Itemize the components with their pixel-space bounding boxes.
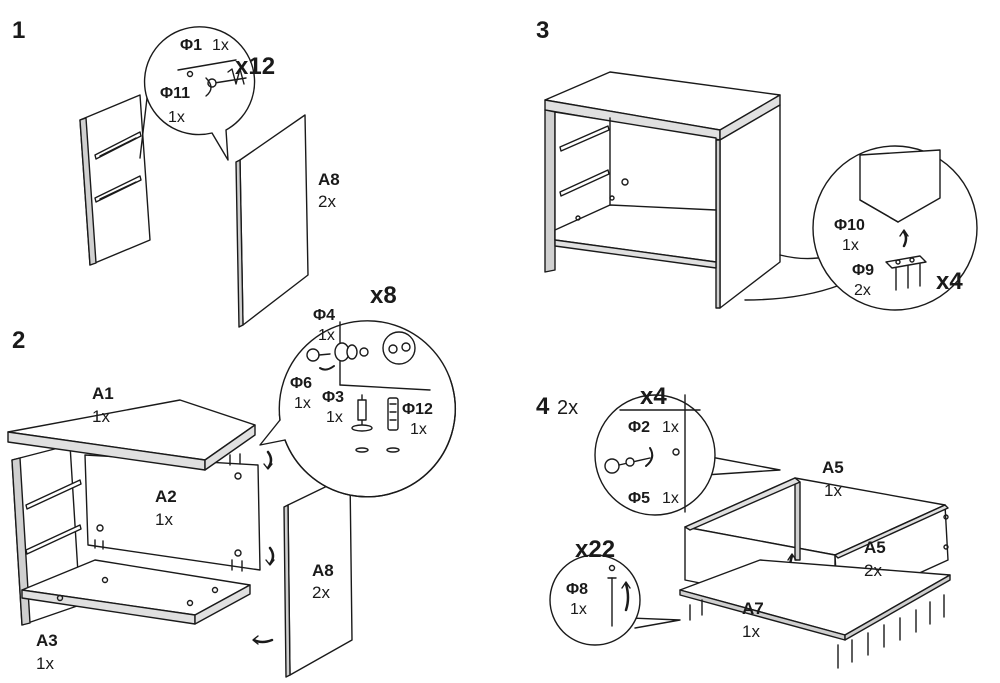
step2-bottom-panel-a3 xyxy=(21,559,251,625)
part-qty-phi9: 2x xyxy=(854,282,871,299)
part-qty-a7: 1x xyxy=(742,622,760,641)
step3-callout-bubble xyxy=(812,145,978,311)
step2-dowels xyxy=(94,453,243,572)
part-code-a2: A2 xyxy=(155,487,177,506)
multiplier-x22: x22 xyxy=(575,536,615,563)
part-code-a5-sides: A5 xyxy=(864,538,886,557)
part-qty-phi11: 1x xyxy=(168,109,185,126)
step2-top-panel-a1 xyxy=(7,399,256,471)
multiplier-x4-step3: x4 xyxy=(936,268,963,295)
part-label-phi3: Φ3 xyxy=(322,389,344,406)
up-arrow-icon xyxy=(902,230,908,248)
cam-lock-detail-icon xyxy=(382,331,416,365)
multiplier-x8: x8 xyxy=(370,282,397,309)
dowel-phi12-icon xyxy=(386,397,400,453)
cam-bolt-phi2-icon xyxy=(604,457,651,474)
step2-left-side-panel xyxy=(11,444,82,626)
part-label-phi4: Φ4 xyxy=(313,307,335,324)
part-qty-phi10: 1x xyxy=(842,237,859,254)
drawer-rail-lower xyxy=(94,175,142,203)
nail-phi8-icon xyxy=(607,564,617,627)
part-label-phi2: Φ2 xyxy=(628,419,650,436)
step2-right-side-panel-a8 xyxy=(283,474,353,678)
part-label-phi6: Φ6 xyxy=(290,375,312,392)
step4-drawer-bottom-a7 xyxy=(679,559,951,641)
part-qty-phi6: 1x xyxy=(294,395,311,412)
part-qty-a5: 1x xyxy=(824,481,842,500)
part-qty-phi5: 1x xyxy=(662,490,679,507)
part-label-phi10: Φ10 xyxy=(834,217,865,234)
part-code-a5: A5 xyxy=(822,458,844,477)
part-qty-phi1: 1x xyxy=(212,37,229,54)
step2-arrows xyxy=(252,450,275,645)
step-number-4: 4 xyxy=(536,393,550,420)
step1-callout-bubble xyxy=(139,26,256,161)
bracket-phi9-icon xyxy=(885,255,927,291)
part-qty-phi12: 1x xyxy=(410,421,427,438)
step1-side-panel-a8 xyxy=(235,114,309,328)
step2-callout-bubble xyxy=(259,298,456,498)
cam-bolt-phi3-icon xyxy=(351,394,373,432)
part-label-phi8: Φ8 xyxy=(566,581,588,598)
part-code-a8-step2: A8 xyxy=(312,561,334,580)
rotate-arrow-icon xyxy=(205,77,212,97)
cam-bolt-phi6-icon xyxy=(306,348,331,362)
part-code-a7: A7 xyxy=(742,599,764,618)
step4-callout-top-bubble xyxy=(594,394,781,516)
part-qty-phi2: 1x xyxy=(662,419,679,436)
part-label-phi12: Φ12 xyxy=(402,401,433,418)
part-label-phi1: Φ1 xyxy=(180,37,202,54)
drawer-rail-upper xyxy=(94,131,142,160)
step3-assembled-cabinet xyxy=(544,71,841,309)
step-number-3: 3 xyxy=(536,17,549,44)
step4-nails xyxy=(689,594,945,669)
part-qty-phi4: 1x xyxy=(318,327,335,344)
part-label-phi9: Φ9 xyxy=(852,262,874,279)
step-4-quantity: 2x xyxy=(557,397,578,419)
step2-back-panel-a2 xyxy=(84,454,261,571)
part-code-a1: A1 xyxy=(92,384,114,403)
cam-lock-phi4-icon xyxy=(334,342,369,362)
part-qty-phi3: 1x xyxy=(326,409,343,426)
part-label-phi11: Φ11 xyxy=(160,85,190,102)
multiplier-x4-step4: x4 xyxy=(640,383,667,410)
multiplier-x12: x12 xyxy=(235,53,275,80)
part-qty-a5-sides: 2x xyxy=(864,561,882,580)
part-code-a8: A8 xyxy=(318,170,340,189)
part-qty-a1: 1x xyxy=(92,407,110,426)
step-number-1: 1 xyxy=(12,17,25,44)
part-qty-a8: 2x xyxy=(318,192,336,211)
step-number-2: 2 xyxy=(12,327,25,354)
part-qty-a2: 1x xyxy=(155,510,173,529)
part-label-phi5: Φ5 xyxy=(628,490,650,507)
part-qty-a3: 1x xyxy=(36,654,54,673)
part-qty-phi8: 1x xyxy=(570,601,587,618)
step1-side-panel-with-rails xyxy=(79,94,151,266)
part-code-a3: A3 xyxy=(36,631,58,650)
step4-callout-bottom-bubble xyxy=(549,554,681,646)
part-qty-a8-step2: 2x xyxy=(312,583,330,602)
